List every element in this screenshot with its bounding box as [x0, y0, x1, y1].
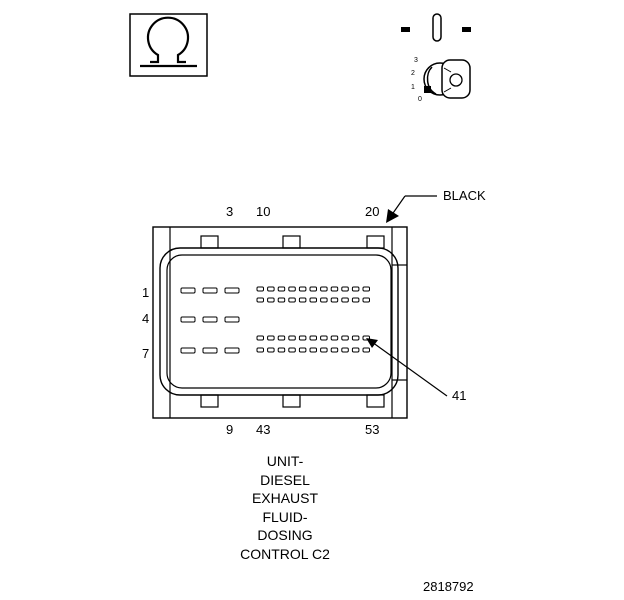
small-pin-cavity	[298, 335, 307, 341]
small-pin-cavity	[298, 297, 307, 303]
connector-color-label: BLACK	[443, 188, 486, 203]
small-pin-cavity	[351, 347, 360, 353]
large-pin-cavity	[202, 347, 218, 354]
large-pin-cavity	[224, 347, 240, 354]
small-pin-cavity	[256, 286, 264, 292]
row-label-4: 4	[142, 311, 149, 326]
caption-line: UNIT-	[266, 453, 304, 469]
pin-label-20: 20	[365, 204, 379, 219]
ignition-off-icon	[401, 13, 471, 42]
pin-label-3: 3	[226, 204, 233, 219]
small-pin-cavity	[309, 286, 317, 292]
small-pin-cavity	[330, 286, 339, 292]
large-pin-cavity	[180, 347, 196, 354]
small-pin-cavity	[288, 347, 296, 353]
small-pin-cavity	[320, 335, 328, 341]
small-pin-cavity	[288, 297, 296, 303]
small-pin-cavity	[309, 335, 317, 341]
large-pin-cavity	[202, 287, 218, 294]
small-pin-cavity	[267, 335, 275, 341]
small-pin-cavity	[298, 286, 307, 292]
small-pin-cavity	[341, 286, 349, 292]
small-pin-cavity	[277, 335, 286, 341]
pin-41-callout	[366, 338, 448, 397]
small-pin-cavity	[351, 297, 360, 303]
figure-id: 2818792	[423, 579, 474, 594]
row-label-1: 1	[142, 285, 149, 300]
pin-label-9: 9	[226, 422, 233, 437]
small-pin-cavity	[341, 335, 349, 341]
small-pin-cavity	[277, 297, 286, 303]
small-pin-cavity	[341, 347, 349, 353]
small-pin-cavity	[351, 335, 360, 341]
small-pin-cavity	[277, 286, 286, 292]
key-position-0: 0	[418, 96, 422, 103]
ohm-meter-icon	[129, 13, 208, 77]
caption-line: EXHAUST	[251, 490, 319, 506]
arrow-icon	[386, 195, 437, 223]
small-pin-cavity	[256, 335, 264, 341]
large-pin-cavity	[224, 287, 240, 294]
large-pin-cavity	[202, 316, 218, 323]
small-pin-cavity	[288, 286, 296, 292]
caption-line: CONTROL C2	[240, 545, 330, 562]
small-pin-cavity	[277, 347, 286, 353]
small-pin-cavity	[267, 347, 275, 353]
large-pin-cavity	[180, 287, 196, 294]
small-pin-cavity	[330, 335, 339, 341]
small-pin-cavity	[309, 347, 317, 353]
pin-label-43: 43	[256, 422, 270, 437]
small-pin-cavity	[309, 297, 317, 303]
pin-label-53: 53	[365, 422, 379, 437]
small-pin-cavity	[362, 347, 370, 353]
key-position-1: 1	[411, 84, 415, 91]
key-position-2: 2	[411, 70, 415, 77]
key-position-3: 3	[414, 57, 418, 64]
small-pin-cavity	[267, 286, 275, 292]
small-pin-cavity	[320, 347, 328, 353]
small-pin-cavity	[267, 297, 275, 303]
pin-label-41: 41	[452, 388, 466, 403]
small-pin-cavity	[288, 335, 296, 341]
small-pin-cavity	[341, 297, 349, 303]
pin-label-10: 10	[256, 204, 270, 219]
caption-line: DOSING	[257, 527, 313, 543]
large-pin-cavity	[224, 316, 240, 323]
small-pin-cavity	[330, 297, 339, 303]
caption-line: DIESEL	[260, 471, 310, 488]
small-pin-cavity	[330, 347, 339, 353]
large-pin-cavity	[180, 316, 196, 323]
small-pin-cavity	[351, 286, 360, 292]
row-label-7: 7	[142, 346, 149, 361]
small-pin-cavity	[256, 297, 264, 303]
small-pin-cavity	[362, 286, 370, 292]
small-pin-cavity	[320, 297, 328, 303]
caption-line: FLUID-	[262, 508, 308, 525]
pin-cavities	[180, 286, 370, 354]
small-pin-cavity	[362, 297, 370, 303]
small-pin-cavity	[256, 347, 264, 353]
small-pin-cavity	[320, 286, 328, 292]
small-pin-cavity	[298, 347, 307, 353]
ignition-key-icon: 3 2 1 0	[411, 57, 471, 103]
connector-housing	[152, 226, 408, 419]
connector-caption: UNIT- DIESEL EXHAUST FLUID- DOSING CONTR…	[200, 452, 370, 563]
